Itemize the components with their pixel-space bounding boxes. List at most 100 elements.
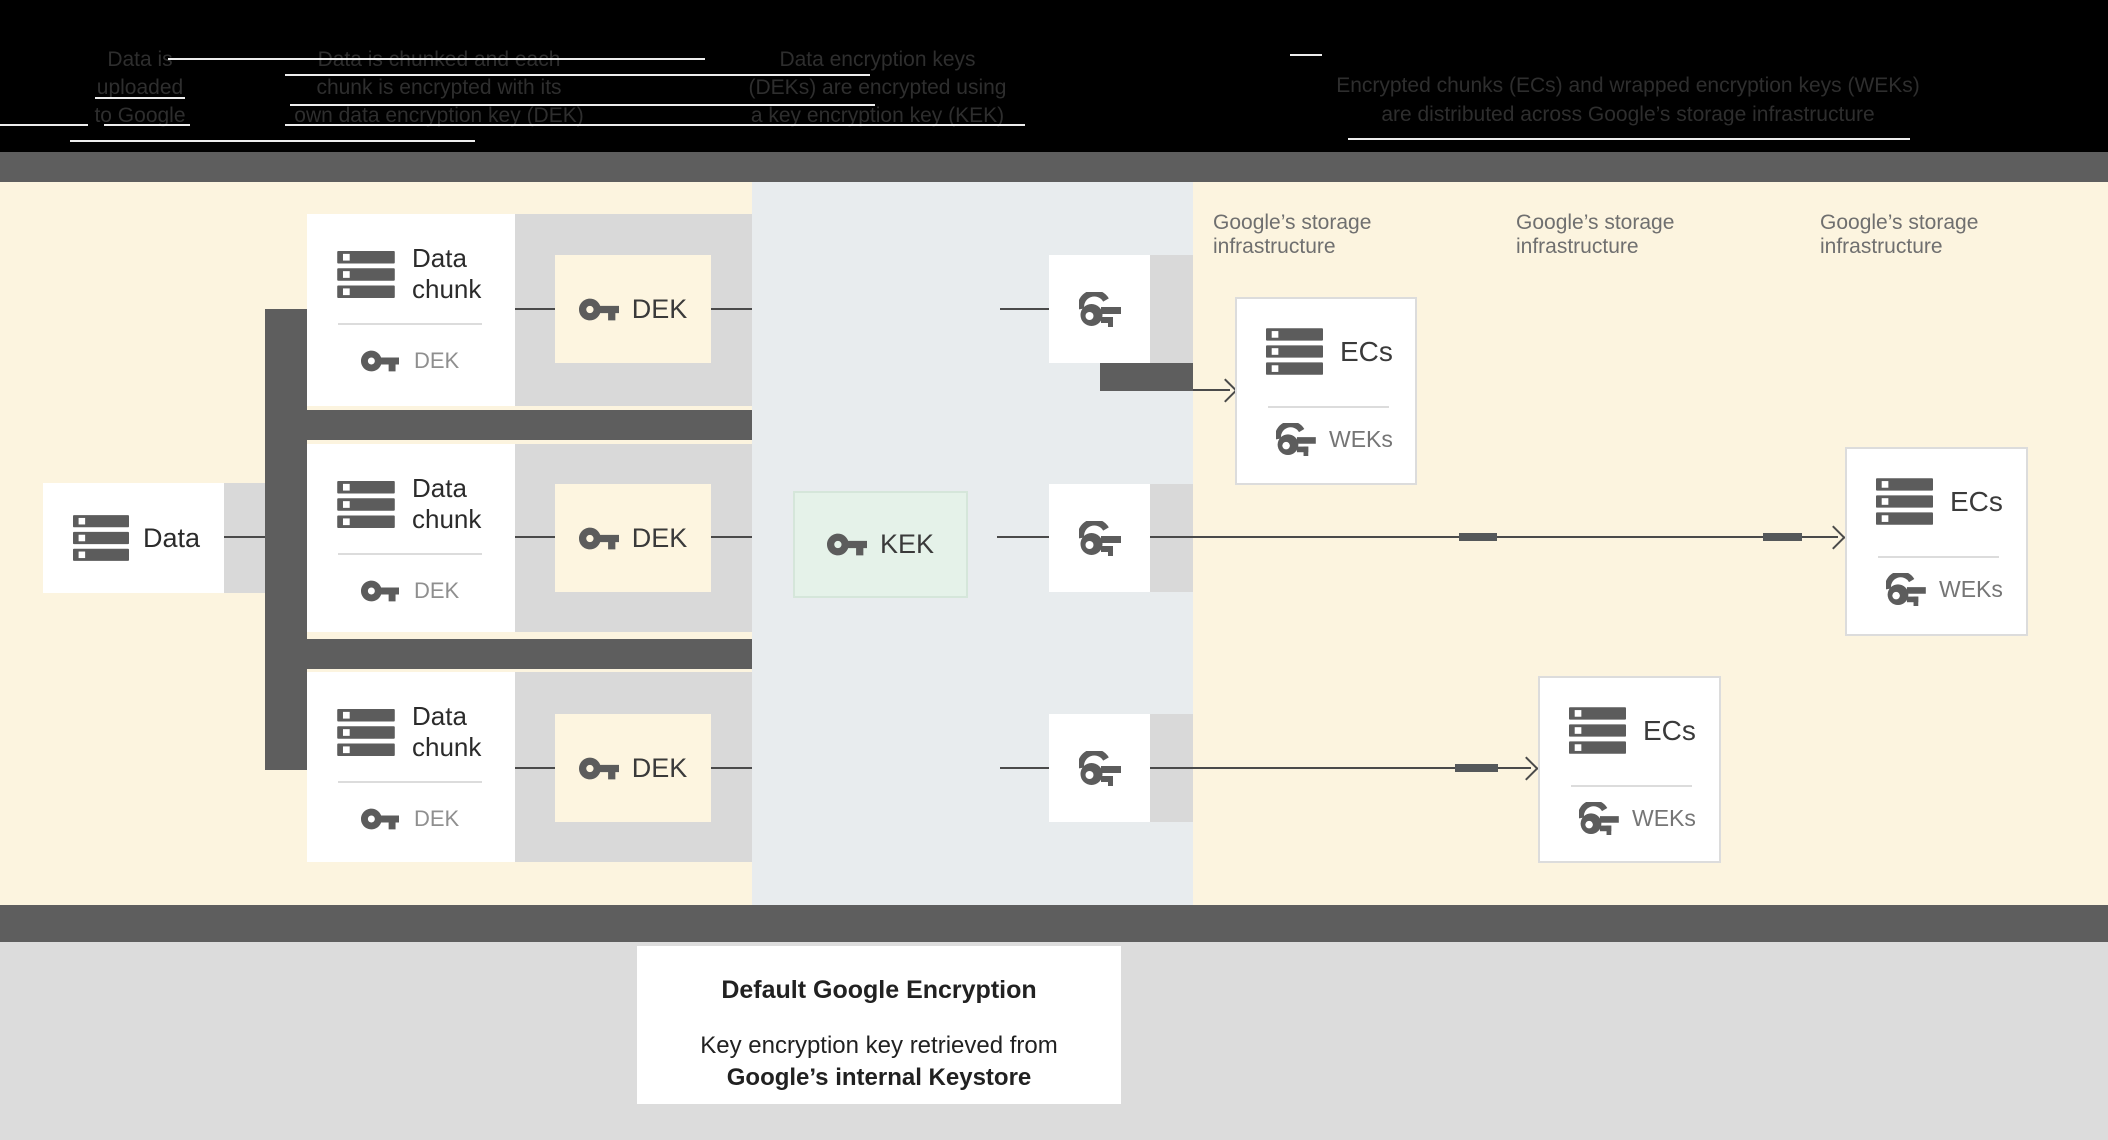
connector-chunk1-dek1 xyxy=(515,308,555,310)
card-divider xyxy=(1878,556,1999,558)
server-icon xyxy=(73,515,129,561)
ec-card: ECs WEKs xyxy=(1845,447,2028,636)
connector-chunk2-dek2 xyxy=(515,536,555,538)
arrow2-dash xyxy=(1459,533,1497,541)
caption-title: Default Google Encryption xyxy=(721,976,1037,1004)
arrow2-head-icon xyxy=(1821,525,1846,550)
data-chunk-title: Data chunk xyxy=(412,473,482,534)
connector-kek-key2 xyxy=(997,536,1049,538)
kek-box: KEK xyxy=(793,491,968,598)
header-step-1: Data is uploaded to Google xyxy=(40,46,240,130)
wrapped-key-box xyxy=(1049,255,1150,363)
storage-infrastructure-label: Google’s storage infrastructure xyxy=(1820,211,2000,259)
header-step-1-line: Data is xyxy=(107,48,173,71)
ec-card-title: ECs xyxy=(1643,714,1696,746)
storage-label-line: Google’s storage xyxy=(1820,211,1979,234)
header-step-2-line: chunk is encrypted with its xyxy=(316,76,562,99)
header-artifact-line xyxy=(104,124,190,126)
wek-label: WEKs xyxy=(1939,576,2003,602)
data-chunk-title: Data chunk xyxy=(412,701,482,762)
connector-dek2-out xyxy=(711,536,752,538)
header-step-4-line: are distributed across Google’s storage … xyxy=(1381,103,1875,126)
header-step-4-line: Encrypted chunks (ECs) and wrapped encry… xyxy=(1336,74,1920,97)
diagram-canvas: Data Data chunk DEK Data chunk DEK Data … xyxy=(0,182,2108,905)
header-step-2-line: Data is chunked and each xyxy=(317,48,561,71)
dek-box: DEK xyxy=(555,714,711,822)
card-divider xyxy=(338,323,482,325)
header-artifact-line xyxy=(1348,138,1910,140)
card-divider xyxy=(338,781,482,783)
header-step-2-line: own data encryption key (DEK) xyxy=(294,104,584,127)
dek-box: DEK xyxy=(555,255,711,363)
key-icon xyxy=(361,350,399,372)
header-artifact-line xyxy=(285,124,1025,126)
dek-box-label: DEK xyxy=(631,752,688,783)
header-step-3-line: (DEKs) are encrypted using xyxy=(748,76,1007,99)
server-icon xyxy=(337,480,395,528)
chunk-dek-label: DEK xyxy=(414,806,460,831)
key2-shadow xyxy=(1150,484,1193,592)
arrow1-head-icon xyxy=(1213,378,1238,403)
header-artifact-line xyxy=(70,140,475,142)
caption-body-line1: Key encryption key retrieved from xyxy=(700,1032,1058,1059)
header-step-3-line: Data encryption keys xyxy=(779,48,976,71)
storage-infrastructure-label: Google’s storage infrastructure xyxy=(1213,211,1393,259)
arrow3-line xyxy=(1150,767,1531,769)
header-step-4: Encrypted chunks (ECs) and wrapped encry… xyxy=(1293,71,1963,129)
top-divider-bar xyxy=(0,152,2108,182)
header-artifact-line xyxy=(95,97,185,99)
data-chunk-card: Data chunk DEK xyxy=(307,444,515,632)
storage-label-line: infrastructure xyxy=(1516,235,1639,258)
header-artifact-line xyxy=(1290,54,1322,56)
bottom-caption-area: Default Google Encryption Key encryption… xyxy=(0,942,2108,1140)
wek-label: WEKs xyxy=(1329,426,1393,452)
data-chunk-card: Data chunk DEK xyxy=(307,672,515,862)
connector-dek1-out xyxy=(711,308,752,310)
connector-data-trunk xyxy=(222,536,265,538)
header-step-1-line: uploaded xyxy=(96,76,184,99)
storage-label-line: Google’s storage xyxy=(1516,211,1675,234)
server-icon xyxy=(1266,328,1323,375)
card-divider xyxy=(1571,785,1692,787)
dek-box-label: DEK xyxy=(631,293,688,324)
caption-box: Default Google Encryption Key encryption… xyxy=(637,946,1121,1104)
arrow3-dash xyxy=(1455,764,1498,772)
connector-key3-in xyxy=(1000,767,1049,769)
server-icon xyxy=(1876,478,1933,525)
ec-card: ECs WEKs xyxy=(1235,297,1417,485)
kek-box-label: KEK xyxy=(879,529,935,559)
caption-body-line2: Google’s internal Keystore xyxy=(726,1064,1032,1091)
data-chunk-title: Data chunk xyxy=(412,243,482,304)
header-artifact-line xyxy=(290,104,875,106)
header-step-1-line: to Google xyxy=(94,104,186,127)
wek-label: WEKs xyxy=(1632,805,1696,831)
storage-label-line: infrastructure xyxy=(1820,235,1943,258)
storage-label-line: infrastructure xyxy=(1213,235,1336,258)
data-chunk-card: Data chunk DEK xyxy=(307,214,515,406)
key-icon xyxy=(361,808,399,830)
wrapped-key-icon xyxy=(1579,802,1619,835)
chunk-dek-label: DEK xyxy=(414,578,460,603)
wrapped-key-icon xyxy=(1276,423,1316,456)
connector-chunk3-dek3 xyxy=(515,767,555,769)
bottom-divider-bar xyxy=(0,905,2108,942)
data-box-label: Data xyxy=(143,522,201,553)
wrapped-key-icon xyxy=(1079,521,1121,556)
data-box: Data xyxy=(43,483,224,593)
fanout-bar-upper xyxy=(265,410,752,440)
row1-thick-connector xyxy=(1100,363,1193,391)
card-divider xyxy=(1268,406,1389,408)
key-icon xyxy=(578,527,619,549)
storage-label-line: Google’s storage xyxy=(1213,211,1372,234)
server-icon xyxy=(337,250,395,298)
wrapped-key-icon xyxy=(1886,573,1926,606)
header-step-3: Data encryption keys (DEKs) are encrypte… xyxy=(705,46,1050,130)
header-artifact-line xyxy=(168,58,705,60)
key-icon xyxy=(361,580,399,602)
ec-card-title: ECs xyxy=(1340,335,1393,367)
arrow3-head-icon xyxy=(1514,756,1539,781)
data-box-shadow xyxy=(224,483,265,593)
wrapped-key-box xyxy=(1049,714,1150,822)
wrapped-key-icon xyxy=(1079,292,1121,327)
